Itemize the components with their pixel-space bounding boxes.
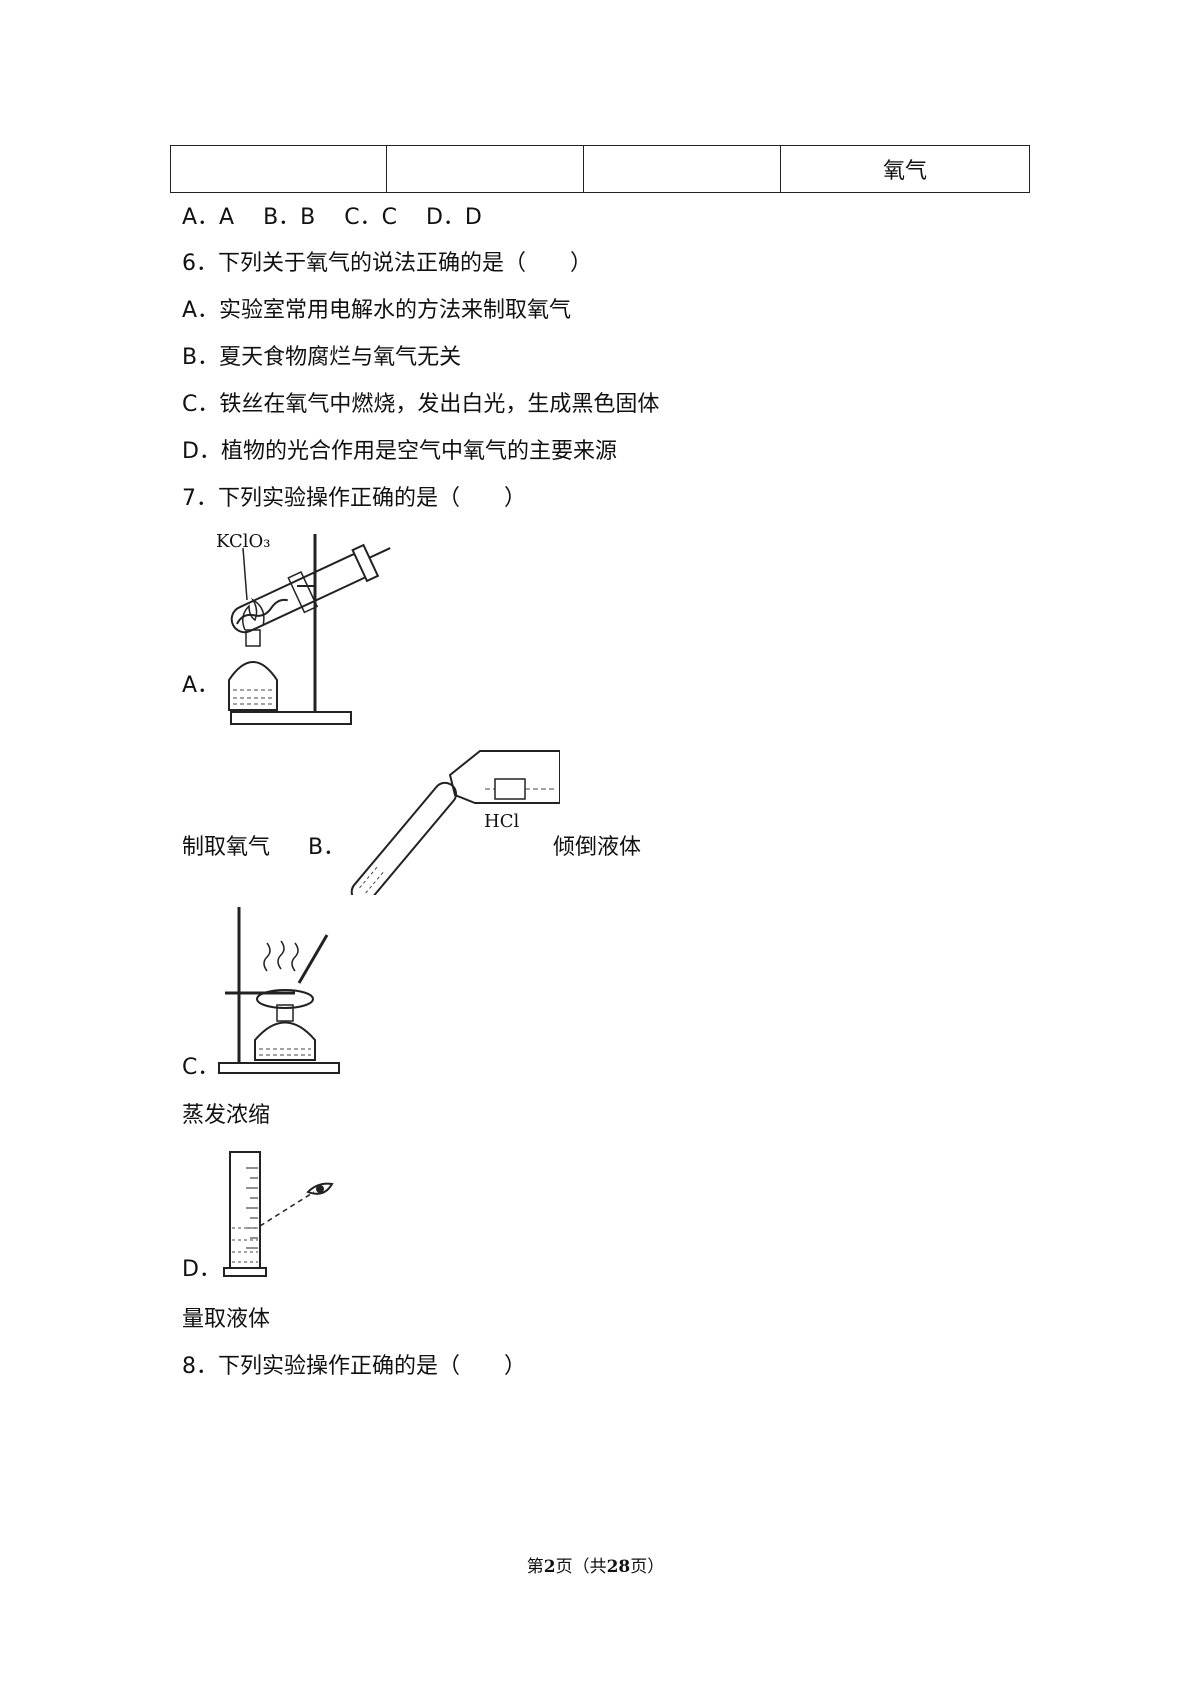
q6-option-d: D．植物的光合作用是空气中氧气的主要来源: [182, 439, 617, 464]
answer-table: 氧气: [170, 145, 1030, 193]
q7-stem: 7．下列实验操作正确的是（ ）: [182, 486, 526, 511]
table-cell: 氧气: [780, 145, 1030, 193]
q7-option-c-caption: 蒸发浓缩: [182, 1103, 271, 1128]
q7-option-c-letter: C．: [182, 1055, 220, 1080]
footer-prefix: 第: [526, 1557, 544, 1577]
q7-option-b-letter: B．: [308, 835, 346, 860]
q7-option-b-caption: 倾倒液体: [553, 835, 642, 860]
q6-stem: 6．下列关于氧气的说法正确的是（ ）: [182, 251, 592, 276]
footer-total-pages: 28: [606, 1557, 631, 1577]
q6-option-a: A．实验室常用电解水的方法来制取氧气: [182, 298, 572, 323]
figure-evaporation: [215, 905, 345, 1075]
q7-option-d-letter: D．: [182, 1257, 221, 1282]
table-row: 氧气: [170, 145, 1030, 193]
figure-pouring-liquid: [345, 745, 560, 895]
footer-page-number: 2: [543, 1557, 556, 1577]
page-footer: 第2页（共28页）: [0, 1552, 1191, 1577]
q7-option-a-caption: 制取氧气: [182, 835, 271, 860]
q8-stem: 8．下列实验操作正确的是（ ）: [182, 1354, 526, 1379]
q6-option-b: B．夏天食物腐烂与氧气无关: [182, 345, 462, 370]
table-cell: [386, 145, 584, 193]
figure-kclo3-apparatus: [215, 530, 395, 730]
q7-option-d-caption: 量取液体: [182, 1307, 271, 1332]
q5-options: A．A B．B C．C D．D: [182, 205, 482, 230]
figure-graduated-cylinder: [222, 1148, 342, 1278]
q6-option-c: C．铁丝在氧气中燃烧，发出白光，生成黑色固体: [182, 392, 660, 417]
table-cell: [583, 145, 781, 193]
table-cell: [170, 145, 387, 193]
figure-label-hcl: HCl: [484, 811, 520, 832]
figure-label-kclo3: KClO₃: [216, 531, 271, 552]
footer-mid: 页（共: [555, 1557, 607, 1577]
q7-option-a-letter: A．: [182, 673, 220, 698]
footer-suffix: 页）: [630, 1557, 665, 1577]
